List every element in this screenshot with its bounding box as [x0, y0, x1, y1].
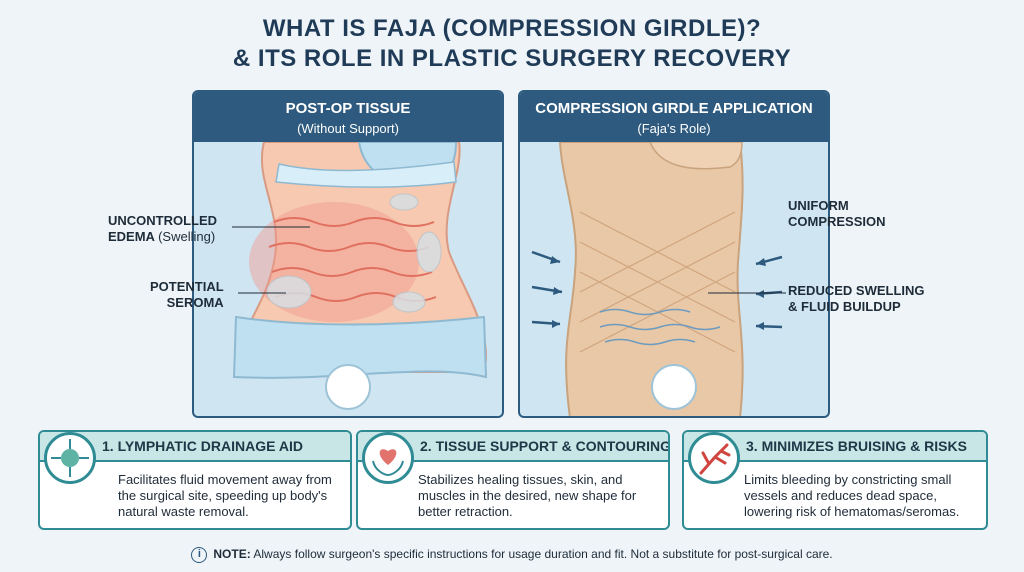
card-body: Facilitates fluid movement away from the… [118, 472, 332, 519]
reduced-swelling-label: REDUCED SWELLING & FLUID BUILDUP [788, 283, 925, 315]
card-body: Limits bleeding by constricting small ve… [744, 472, 960, 519]
lymph-node-icon [44, 432, 96, 484]
edema-label-light: (Swelling) [158, 229, 216, 244]
swelling-label-line-1: REDUCED SWELLING [788, 283, 925, 298]
note-prefix: NOTE: [213, 547, 251, 562]
blood-vessel-icon [688, 432, 740, 484]
edema-label-bold: EDEMA [108, 229, 155, 244]
uniform-compression-label: UNIFORM COMPRESSION [788, 198, 886, 230]
minimizes-bruising-card: 3. MINIMIZES BRUISING & RISKS Limits ble… [682, 430, 988, 530]
swelling-label-line-2: & FLUID BUILDUP [788, 299, 901, 314]
panel-subheading: (Faja's Role) [637, 121, 711, 136]
girdle-thumbnail-icon [651, 364, 697, 410]
panel-header: POST-OP TISSUE (Without Support) [194, 92, 502, 142]
info-icon: i [191, 547, 208, 563]
edema-pointer-line [232, 226, 310, 228]
edema-label: UNCONTROLLED EDEMA (Swelling) [108, 213, 217, 245]
title-line-1: WHAT IS FAJA (COMPRESSION GIRDLE)? [262, 15, 762, 42]
footer-note: i NOTE: Always follow surgeon's specific … [0, 547, 1024, 563]
panel-subheading: (Without Support) [297, 121, 399, 136]
post-op-tissue-panel: POST-OP TISSUE (Without Support) [192, 90, 504, 418]
seroma-pointer-line [238, 292, 286, 294]
card-title: 1. LYMPHATIC DRAINAGE AID [40, 432, 350, 462]
compression-label-line-2: COMPRESSION [788, 214, 886, 229]
swollen-torso-illustration [232, 142, 488, 379]
title-line-2: & ITS ROLE IN PLASTIC SURGERY RECOVERY [232, 45, 792, 72]
lymphatic-drainage-card: 1. LYMPHATIC DRAINAGE AID Facilitates fl… [38, 430, 352, 530]
panel-header: COMPRESSION GIRDLE APPLICATION (Faja's R… [520, 92, 828, 142]
tissue-support-card: 2. TISSUE SUPPORT & CONTOURING Stabilize… [356, 430, 670, 530]
edema-label-line-1: UNCONTROLLED [108, 213, 218, 228]
panel-heading: COMPRESSION GIRDLE APPLICATION [535, 100, 813, 117]
compression-girdle-panel: COMPRESSION GIRDLE APPLICATION (Faja's R… [518, 90, 830, 418]
swelling-pointer-line [708, 292, 786, 294]
panel-heading: POST-OP TISSUE [285, 100, 411, 117]
page-title: WHAT IS FAJA (COMPRESSION GIRDLE)? & ITS… [0, 14, 1024, 74]
seroma-label-line-2: SEROMA [166, 295, 224, 310]
note-text: Always follow surgeon's specific instruc… [253, 547, 833, 562]
compression-label-line-1: UNIFORM [788, 198, 849, 213]
torso-thumbnail-icon [325, 364, 371, 410]
seroma-label: POTENTIAL SEROMA [150, 279, 224, 311]
edema-label-line-2: EDEMA (Swelling) [108, 229, 217, 245]
heart-hands-icon [362, 432, 414, 484]
card-body: Stabilizes healing tissues, skin, and mu… [418, 472, 637, 519]
seroma-label-line-1: POTENTIAL [150, 279, 224, 294]
